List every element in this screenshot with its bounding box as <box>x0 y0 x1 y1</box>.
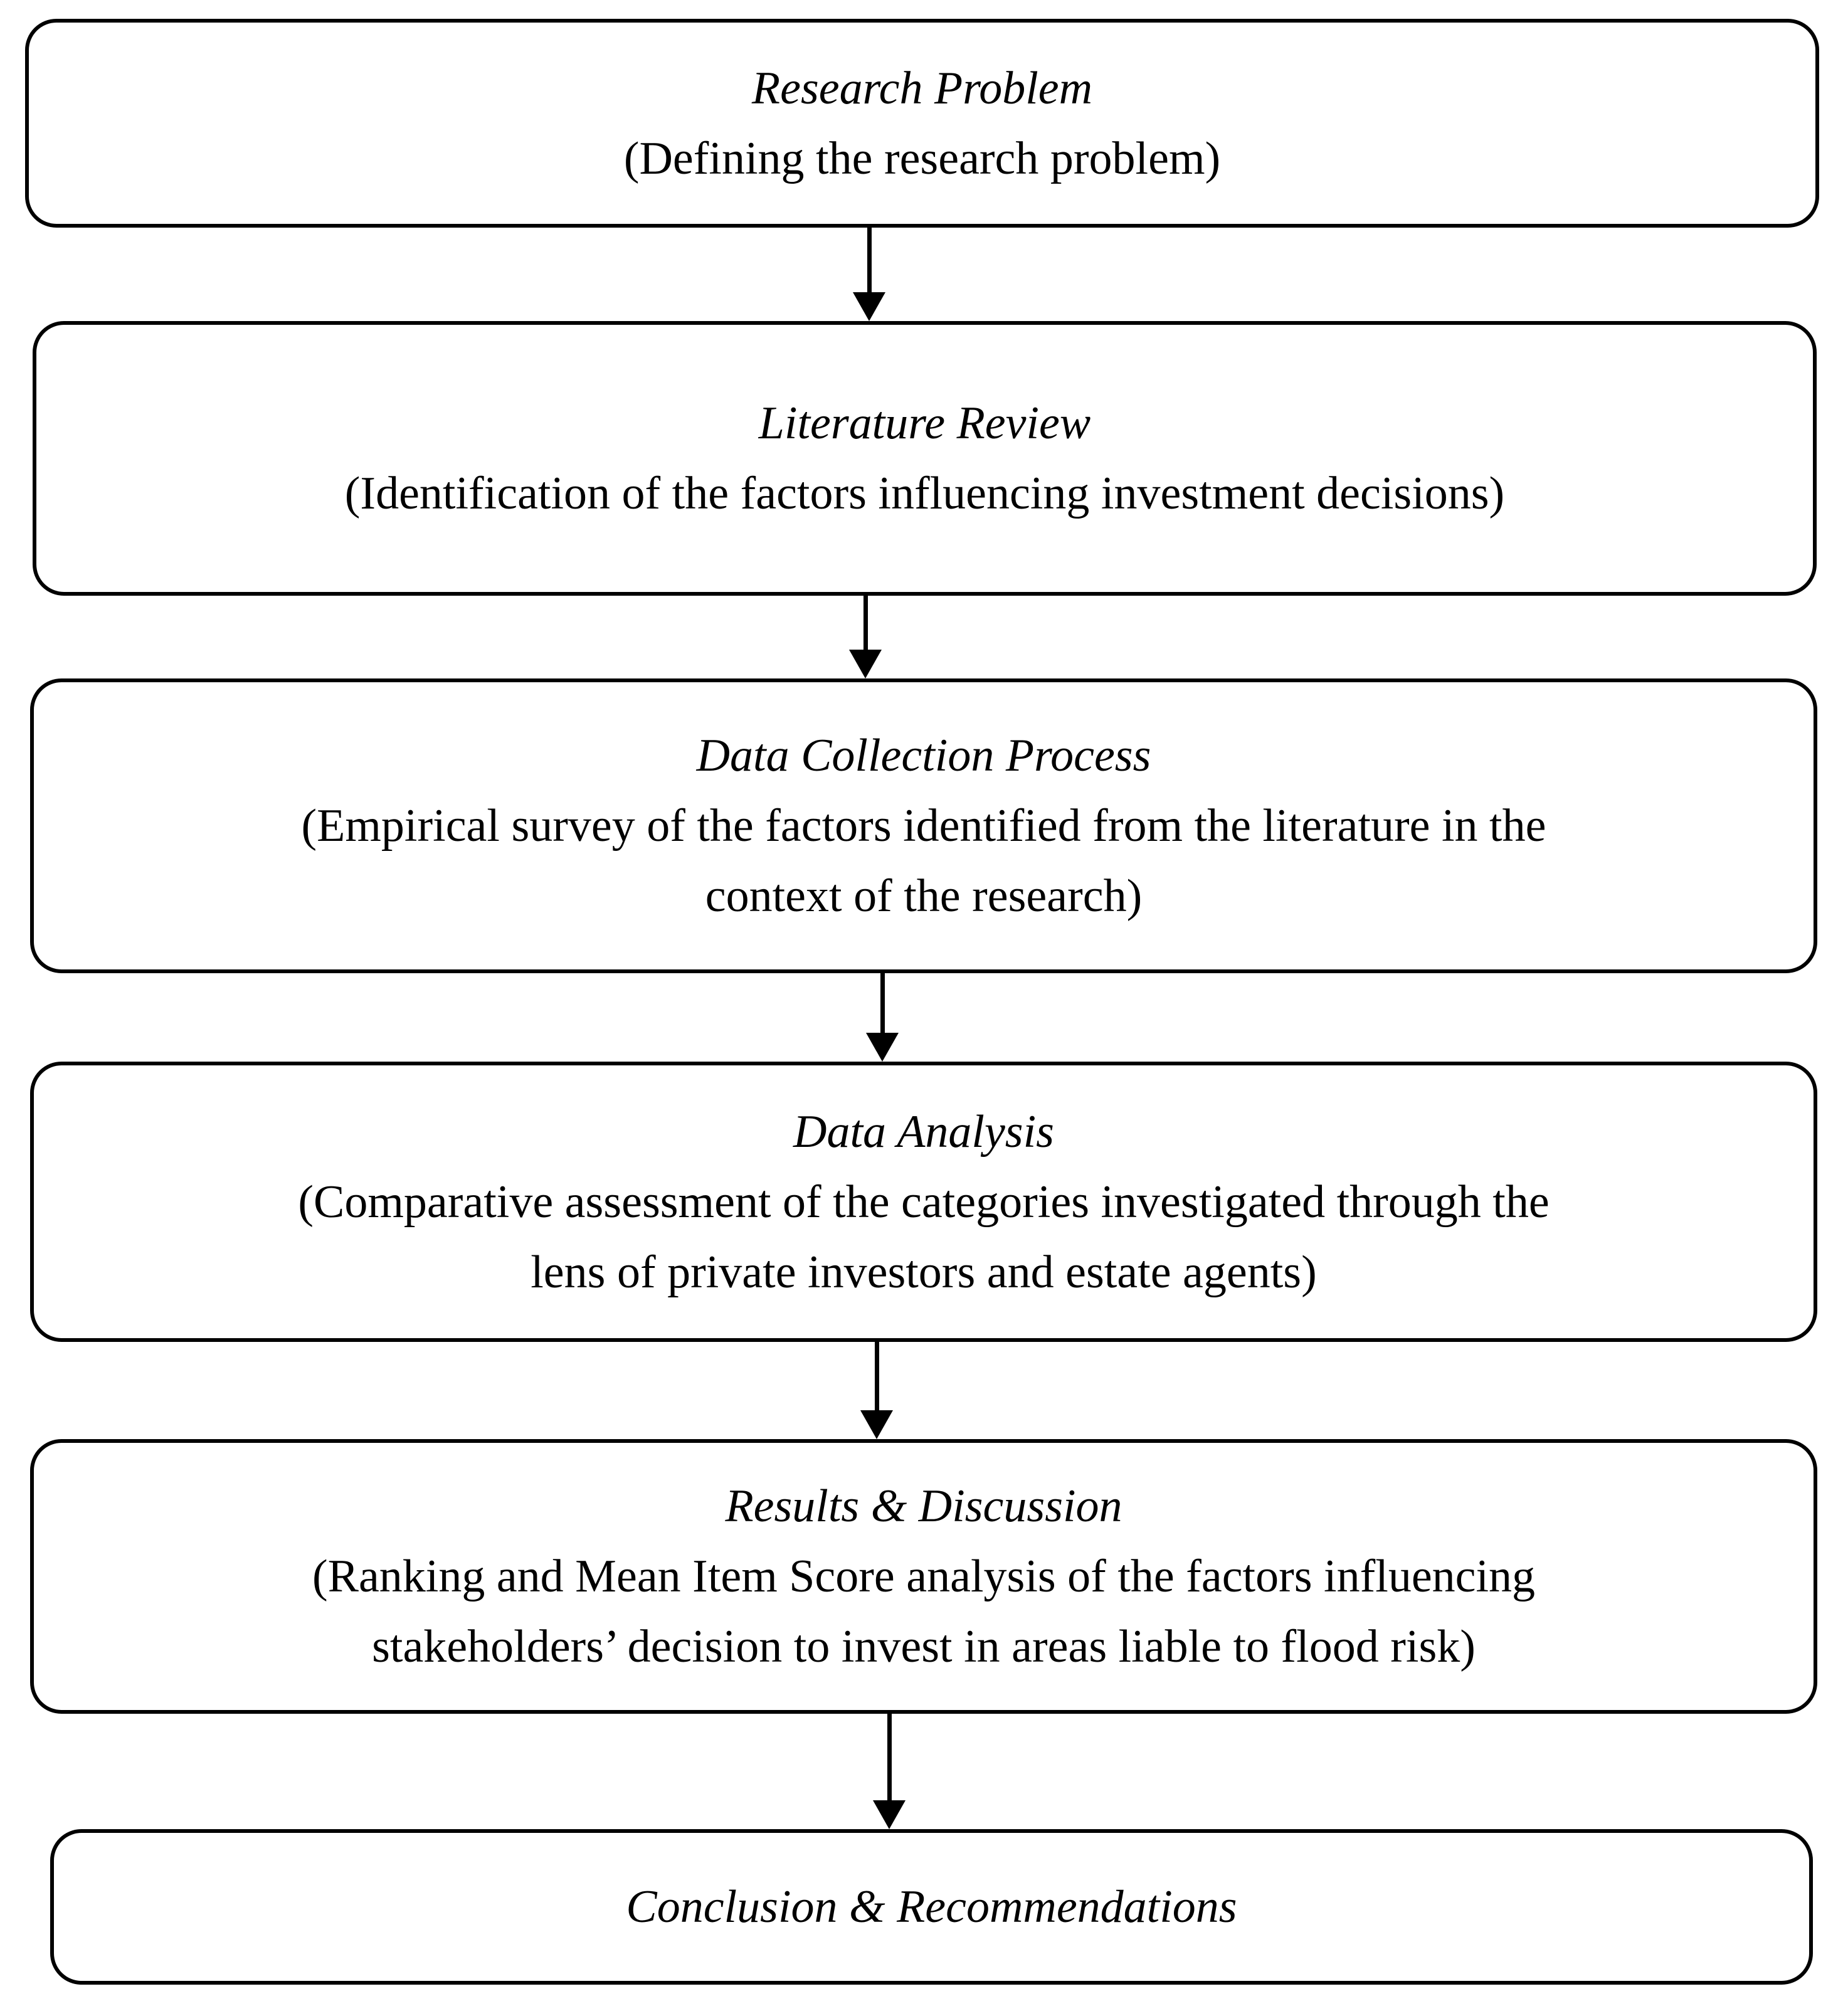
down-arrow-icon <box>860 1342 893 1439</box>
box-title: Literature Review <box>758 398 1091 449</box>
arrow-head <box>860 1410 893 1439</box>
box-subtitle-line: (Empirical survey of the factors identif… <box>301 800 1546 852</box>
flowchart-box-data-collection-process: Data Collection Process (Empirical surve… <box>30 678 1817 973</box>
arrow-head <box>853 292 885 321</box>
down-arrow-icon <box>873 1714 906 1829</box>
flowchart-box-data-analysis: Data Analysis (Comparative assessment of… <box>30 1062 1817 1342</box>
box-subtitle-line: (Ranking and Mean Item Score analysis of… <box>312 1551 1536 1602</box>
arrow-stem <box>867 228 872 293</box>
down-arrow-icon <box>849 596 882 678</box>
box-title: Research Problem <box>751 62 1093 114</box>
box-subtitle-line: (Defining the research problem) <box>623 132 1221 184</box>
arrow-stem <box>880 973 885 1034</box>
arrow-stem <box>887 1714 892 1802</box>
box-subtitle-line: lens of private investors and estate age… <box>531 1246 1317 1298</box>
box-title: Data Analysis <box>793 1106 1054 1158</box>
down-arrow-icon <box>866 973 899 1062</box>
arrow-stem <box>863 596 868 651</box>
box-title: Conclusion & Recommendations <box>626 1881 1237 1933</box>
arrow-head <box>849 650 882 678</box>
down-arrow-icon <box>853 228 885 321</box>
flowchart-box-conclusion-recommendations: Conclusion & Recommendations <box>50 1829 1813 1985</box>
box-subtitle-line: stakeholders’ decision to invest in area… <box>372 1621 1476 1672</box>
box-subtitle-line: context of the research) <box>705 870 1143 922</box>
box-title: Results & Discussion <box>725 1480 1122 1532</box>
arrow-stem <box>874 1342 879 1412</box>
flowchart-box-literature-review: Literature Review (Identification of the… <box>33 321 1817 596</box>
box-title: Data Collection Process <box>696 730 1151 781</box>
box-subtitle-line: (Comparative assessment of the categorie… <box>298 1176 1550 1228</box>
box-subtitle-line: (Identification of the factors influenci… <box>344 468 1505 519</box>
flowchart-box-results-discussion: Results & Discussion (Ranking and Mean I… <box>30 1439 1817 1714</box>
flowchart-box-research-problem: Research Problem (Defining the research … <box>25 19 1819 228</box>
arrow-head <box>873 1800 906 1829</box>
arrow-head <box>866 1033 899 1062</box>
